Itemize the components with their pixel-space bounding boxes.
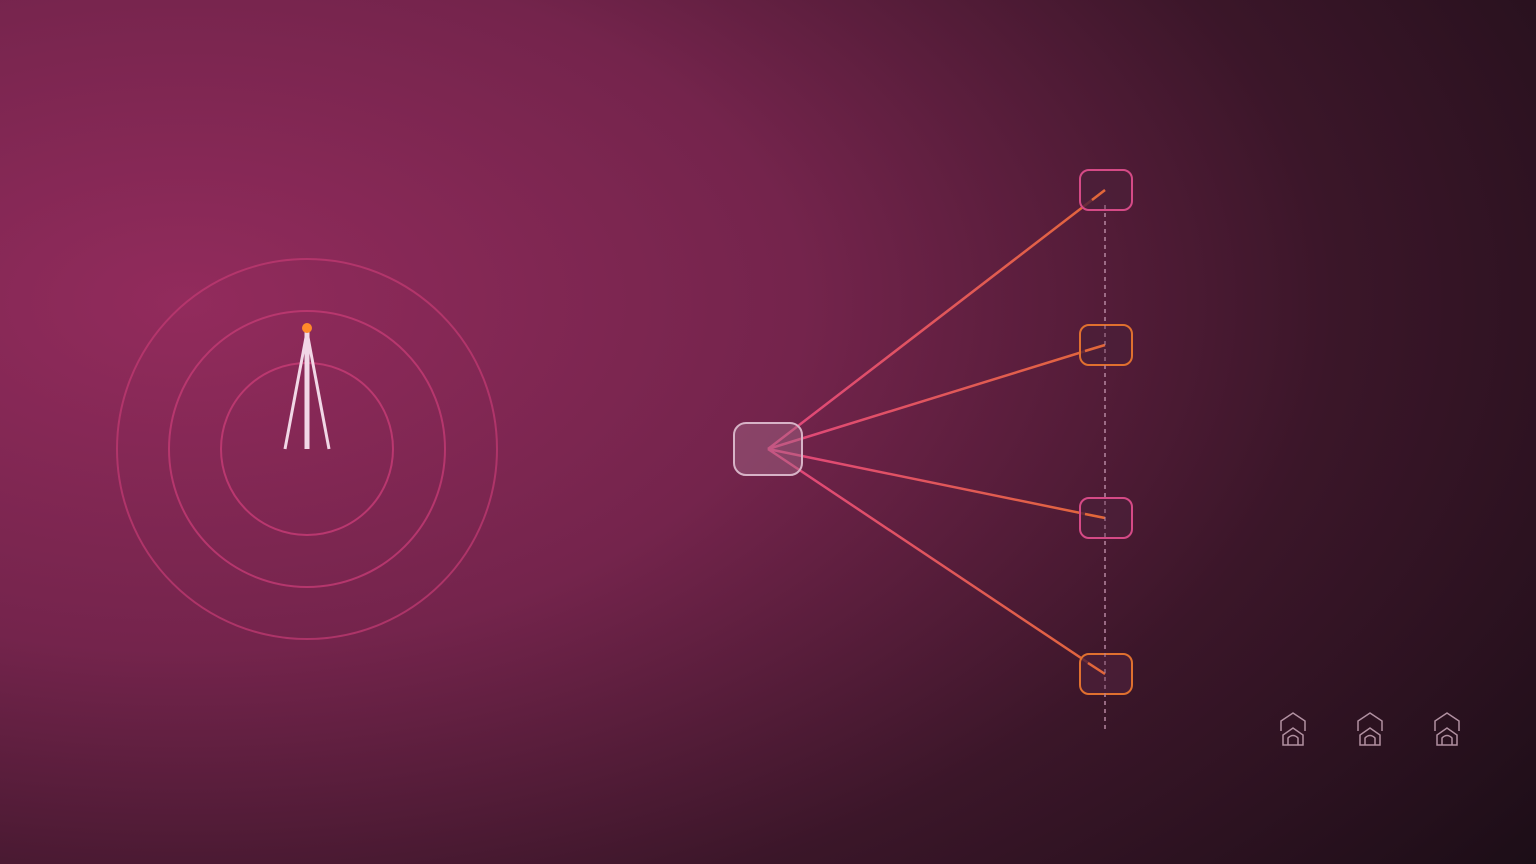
signal-ring-middle bbox=[168, 310, 446, 588]
endpoint-nodes bbox=[1079, 169, 1133, 732]
houses bbox=[1280, 712, 1460, 746]
house-icon bbox=[1280, 712, 1306, 746]
node-2 bbox=[1079, 324, 1133, 366]
house-icon bbox=[1357, 712, 1383, 746]
signal-ring-outer bbox=[116, 258, 498, 640]
transmitter bbox=[116, 258, 498, 640]
link-node-2 bbox=[767, 343, 1106, 451]
link-node-4 bbox=[767, 447, 1106, 676]
hub-node bbox=[733, 422, 803, 476]
links bbox=[767, 189, 1106, 676]
link-node-1 bbox=[767, 189, 1106, 450]
node-1 bbox=[1079, 169, 1133, 211]
house-icon bbox=[1434, 712, 1460, 746]
link-node-3 bbox=[767, 447, 1106, 520]
node-3 bbox=[1079, 497, 1133, 539]
radio-tower-icon bbox=[283, 323, 331, 450]
antenna-tip bbox=[302, 323, 312, 333]
node-4 bbox=[1079, 653, 1133, 695]
